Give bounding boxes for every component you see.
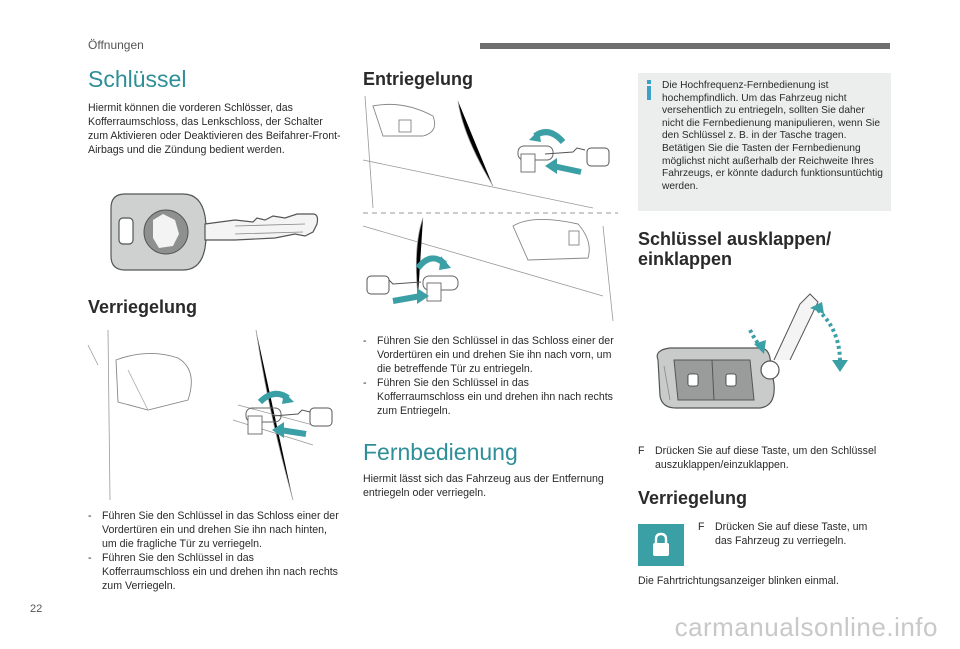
key-illustration <box>110 193 319 271</box>
padlock-icon <box>653 532 669 556</box>
fold-note-marker: F <box>638 445 645 457</box>
lock-step: Führen Sie den Schlüssel in das Kofferra… <box>88 551 343 593</box>
watermark: carmanualsonline.info <box>674 612 938 642</box>
heading-line-1: Schlüssel ausklappen/ <box>638 229 832 249</box>
lock-button-tile <box>638 524 684 566</box>
header-bar <box>480 43 890 49</box>
page-number: 22 <box>30 603 43 615</box>
unlock-step: Führen Sie den Schlüssel in das Kofferra… <box>363 376 618 418</box>
heading-verriegelung-2: Verriegelung <box>638 488 748 508</box>
info-box: Die Hochfrequenz-Fernbedienung ist hoche… <box>638 73 891 211</box>
unlock-step: Führen Sie den Schlüssel in das Schloss … <box>363 334 618 376</box>
lock-note: Drücken Sie auf diese Taste, um das Fahr… <box>715 521 868 547</box>
info-text: Die Hochfrequenz-Fernbedienung ist hoche… <box>662 80 883 192</box>
heading-line-2: einklappen <box>638 249 733 269</box>
remote-key-illustration <box>656 293 848 409</box>
lock-step: Führen Sie den Schlüssel in das Schloss … <box>88 509 343 551</box>
indicator-text: Die Fahrtrichtungsanzeiger blinken einma… <box>638 575 839 587</box>
lock-steps-list: Führen Sie den Schlüssel in das Schloss … <box>88 509 343 593</box>
door-lock-illustration-1 <box>87 329 333 501</box>
heading-verriegelung-1: Verriegelung <box>88 297 198 317</box>
heading-fernbedienung: Fernbedienung <box>363 439 518 465</box>
fold-note: Drücken Sie auf diese Taste, um den Schl… <box>655 445 877 471</box>
info-icon <box>647 80 651 100</box>
intro-text: Hiermit können die vorderen Schlösser, d… <box>88 102 341 156</box>
title-schluessel: Schlüssel <box>88 66 187 92</box>
remote-text: Hiermit lässt sich das Fahrzeug aus der … <box>363 473 604 499</box>
door-unlock-illustration <box>362 95 618 322</box>
heading-entriegelung: Entriegelung <box>363 69 474 89</box>
lock-note-marker: F <box>698 521 705 533</box>
section-label: Öffnungen <box>88 38 144 52</box>
unlock-steps-list: Führen Sie den Schlüssel in das Schloss … <box>363 334 618 418</box>
heading-schluessel-klappen: Schlüssel ausklappen/ einklappen <box>638 229 831 269</box>
